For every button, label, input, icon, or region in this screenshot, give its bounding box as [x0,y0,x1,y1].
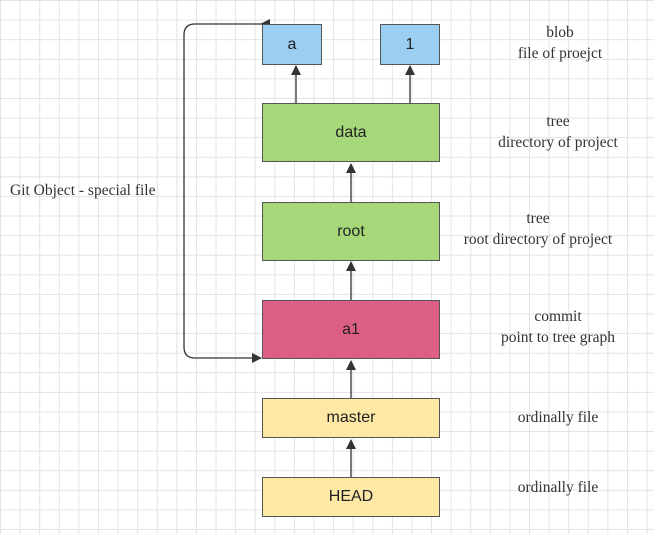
git-object-side-label: Git Object - special file [10,182,156,199]
blob-node-a: a [262,24,322,65]
tree-node-root: root [262,202,440,261]
tree-node-data: data [262,103,440,162]
annotation-data-desc: directory of project [498,134,618,151]
tree-node-root-label: root [337,222,365,240]
annotation-commit-type: commit [534,308,582,325]
blob-node-a-label: a [287,35,297,53]
git-object-bracket [183,19,270,363]
file-node-head-label: HEAD [328,488,374,505]
annotation-master: ordinally file [468,407,648,428]
file-node-master-label: master [326,409,376,426]
annotation-master-type: ordinally file [517,409,599,426]
annotation-commit: commit point to tree graph [468,306,648,348]
annotation-head-type: ordinally file [517,479,599,496]
annotation-root-type: tree [526,210,550,227]
annotation-head: ordinally file [468,477,648,498]
annotation-blob: blob file of proejct [470,22,650,64]
commit-node-a1: a1 [262,300,440,359]
commit-node-a1-label: a1 [342,320,360,338]
file-node-head: HEAD [262,477,440,517]
annotation-data-type: tree [546,113,570,130]
annotation-blob-type: blob [546,24,574,41]
annotation-root: tree root directory of project [448,208,628,250]
annotation-data: tree directory of project [468,111,648,153]
annotation-blob-desc: file of proejct [517,45,603,62]
tree-node-data-label: data [335,123,367,141]
annotation-root-desc: root directory of project [463,231,613,248]
file-node-master: master [262,398,440,438]
blob-node-1: 1 [380,24,440,65]
blob-node-1-label: 1 [405,35,415,53]
annotation-commit-desc: point to tree graph [500,329,616,346]
